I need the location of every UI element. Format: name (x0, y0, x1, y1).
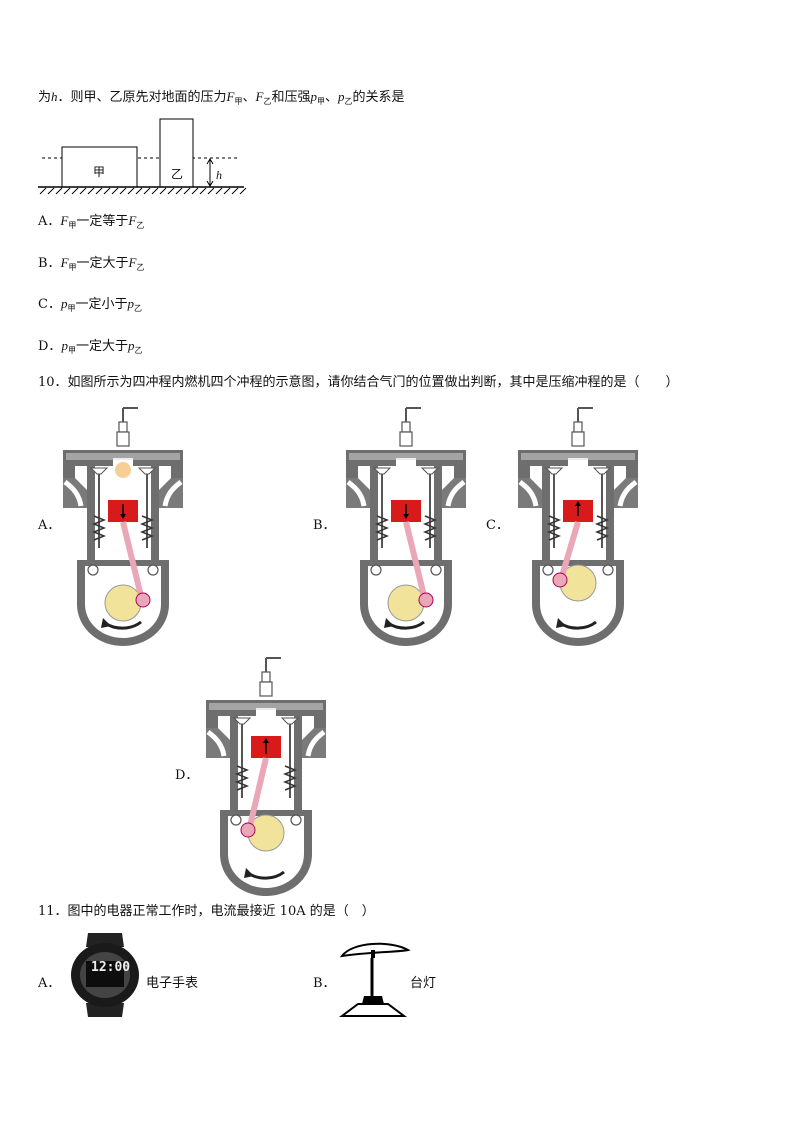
q10-option-b-label[interactable]: B． (313, 518, 336, 533)
q9-option-b[interactable]: B．F甲一定大于F乙 (38, 255, 145, 272)
block-yi (159, 118, 194, 188)
engine-c[interactable] (518, 408, 648, 648)
engine-b[interactable] (346, 408, 476, 648)
q9-option-a[interactable]: A．F甲一定等于F乙 (38, 213, 145, 230)
q11-option-a-label[interactable]: A． (38, 976, 61, 991)
lamp-icon[interactable] (338, 938, 411, 1022)
block-jia-label: 甲 (93, 165, 106, 179)
q11-option-b-label[interactable]: B． (313, 976, 336, 991)
q10-option-d-label[interactable]: D． (175, 768, 199, 783)
q9-option-d[interactable]: D．p甲一定大于p乙 (38, 338, 143, 355)
q11-option-b-caption: 台灯 (410, 976, 437, 991)
q11-option-a-caption: 电子手表 (146, 976, 199, 991)
engine-a[interactable] (63, 408, 193, 648)
watch-time: 12:00 (91, 960, 131, 975)
engine-d[interactable] (206, 658, 336, 898)
q10-stem: 10．如图所示为四冲程内燃机四个冲程的示意图，请你结合气门的位置做出判断，其中是… (38, 375, 679, 390)
block-yi-label: 乙 (171, 167, 184, 181)
q9-option-c[interactable]: C．p甲一定小于p乙 (38, 296, 142, 313)
q10-option-a-label[interactable]: A． (38, 518, 61, 533)
watch-icon[interactable] (70, 933, 140, 1017)
q10-option-c-label[interactable]: C． (486, 518, 509, 533)
blocks-figure (38, 118, 247, 195)
q9-stem: 为h．则甲、乙原先对地面的压力F甲、F乙和压强p甲、p乙的关系是 (38, 89, 405, 106)
height-label: h (216, 168, 222, 182)
q11-stem: 11．图中的电器正常工作时，电流最接近 10A 的是（ ） (38, 904, 375, 919)
